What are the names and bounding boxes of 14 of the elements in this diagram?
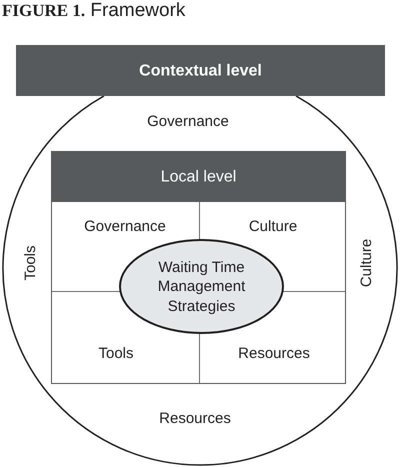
ellipse-label: Waiting Time Management Strategies xyxy=(156,257,246,316)
level-panel xyxy=(51,151,346,384)
figure-title: FIGURE 1. Framework xyxy=(2,0,186,23)
ring-label: Tools xyxy=(22,245,40,281)
ring-label: Governance xyxy=(147,113,229,131)
bar-title: Local level xyxy=(160,166,236,186)
header-bar xyxy=(16,45,385,96)
quadrant-label: Governance xyxy=(84,218,166,236)
bar-title: Contextual level xyxy=(139,60,262,80)
ring-label: Resources xyxy=(159,410,231,428)
quadrant-label: Tools xyxy=(98,345,134,363)
quadrant-label: Culture xyxy=(248,218,298,236)
ring-label: Culture xyxy=(358,238,376,288)
quadrant-label: Resources xyxy=(238,345,310,363)
